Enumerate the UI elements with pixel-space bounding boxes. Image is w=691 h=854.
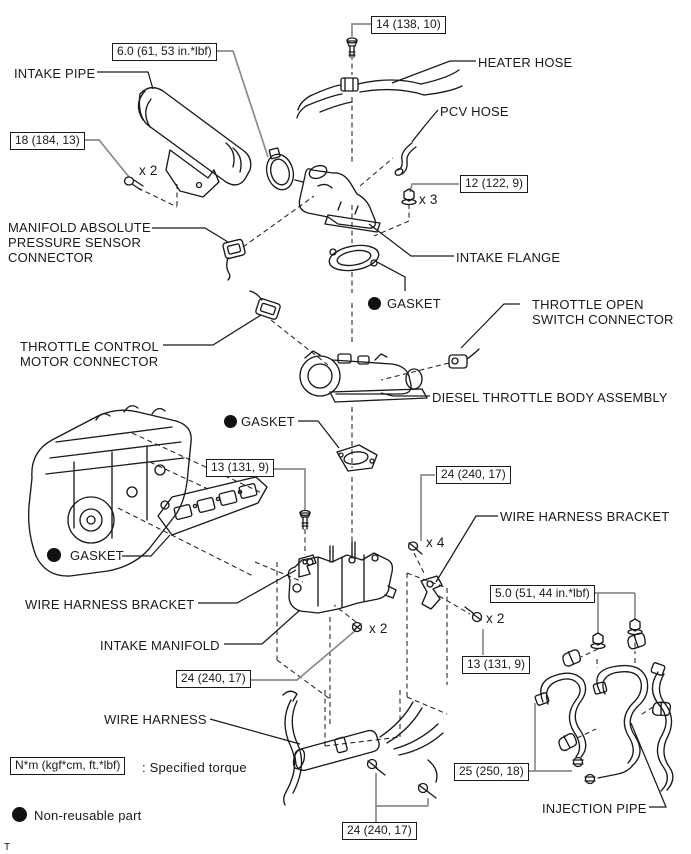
- label-intake-pipe: INTAKE PIPE: [14, 66, 96, 81]
- label-pcv-hose: PCV HOSE: [440, 104, 509, 119]
- label-wire-harness: WIRE HARNESS: [104, 712, 207, 727]
- label-intake-flange: INTAKE FLANGE: [456, 250, 561, 265]
- torque-label-bracket-right-bolts: 13 (131, 9): [462, 656, 531, 674]
- multiplier-manifold-left-bolts: x 2: [369, 621, 388, 636]
- non-reusable-marker: [224, 415, 237, 428]
- torque-label-manifold-upper-bolt: 13 (131, 9): [206, 459, 275, 477]
- non-reusable-marker: [12, 807, 27, 822]
- label-gasket-upper: GASKET: [387, 296, 441, 311]
- legend-non-reusable: Non-reusable part: [34, 808, 142, 823]
- label-throttle-open-switch-line1: THROTTLE OPEN: [532, 297, 644, 312]
- label-heater-hose: HEATER HOSE: [478, 55, 573, 70]
- non-reusable-marker: [47, 548, 61, 562]
- label-wire-harness-bracket-right: WIRE HARNESS BRACKET: [500, 509, 670, 524]
- multiplier-manifold-right-bolts: x 4: [426, 535, 445, 550]
- legend-torque-description: : Specified torque: [142, 760, 247, 775]
- label-throttle-control-motor-line2: MOTOR CONNECTOR: [20, 354, 159, 369]
- label-wire-harness-bracket-left: WIRE HARNESS BRACKET: [25, 597, 195, 612]
- label-gasket-middle: GASKET: [241, 414, 295, 429]
- label-intake-manifold: INTAKE MANIFOLD: [100, 638, 220, 653]
- torque-label-intake-flange-nuts: 12 (122, 9): [460, 175, 529, 193]
- multiplier-intake-pipe-bolts: x 2: [139, 163, 158, 178]
- torque-label-heater-hose-bolt: 14 (138, 10): [371, 16, 446, 34]
- torque-label-intake-pipe-bolts: 18 (184, 13): [10, 132, 85, 150]
- label-map-connector-line1: MANIFOLD ABSOLUTE: [8, 220, 151, 235]
- label-diesel-throttle-body: DIESEL THROTTLE BODY ASSEMBLY: [432, 390, 668, 405]
- label-throttle-control-motor-line1: THROTTLE CONTROL: [20, 339, 159, 354]
- legend-torque-unit-box: N*m (kgf*cm, ft.*lbf): [10, 757, 126, 775]
- multiplier-bracket-right-bolts: x 2: [486, 611, 505, 626]
- label-gasket-lower: GASKET: [70, 548, 124, 563]
- torque-label-injection-pipe-unions: 25 (250, 18): [454, 763, 529, 781]
- label-map-connector-line2: PRESSURE SENSOR: [8, 235, 142, 250]
- torque-label-manifold-left-bolts: 24 (240, 17): [176, 670, 251, 688]
- label-throttle-open-switch-line2: SWITCH CONNECTOR: [532, 312, 674, 327]
- torque-label-injection-clamp-nuts: 5.0 (51, 44 in.*lbf): [490, 585, 595, 603]
- torque-label-manifold-right-bolts: 24 (240, 17): [436, 466, 511, 484]
- multiplier-intake-flange-nuts: x 3: [419, 192, 438, 207]
- non-reusable-marker: [368, 297, 381, 310]
- torque-label-wire-harness-bolts: 24 (240, 17): [342, 822, 417, 840]
- footer-mark: T: [4, 842, 11, 853]
- label-injection-pipe: INJECTION PIPE: [542, 801, 647, 816]
- torque-label-intake-pipe-clamp: 6.0 (61, 53 in.*lbf): [112, 43, 217, 61]
- label-map-connector-line3: CONNECTOR: [8, 250, 94, 265]
